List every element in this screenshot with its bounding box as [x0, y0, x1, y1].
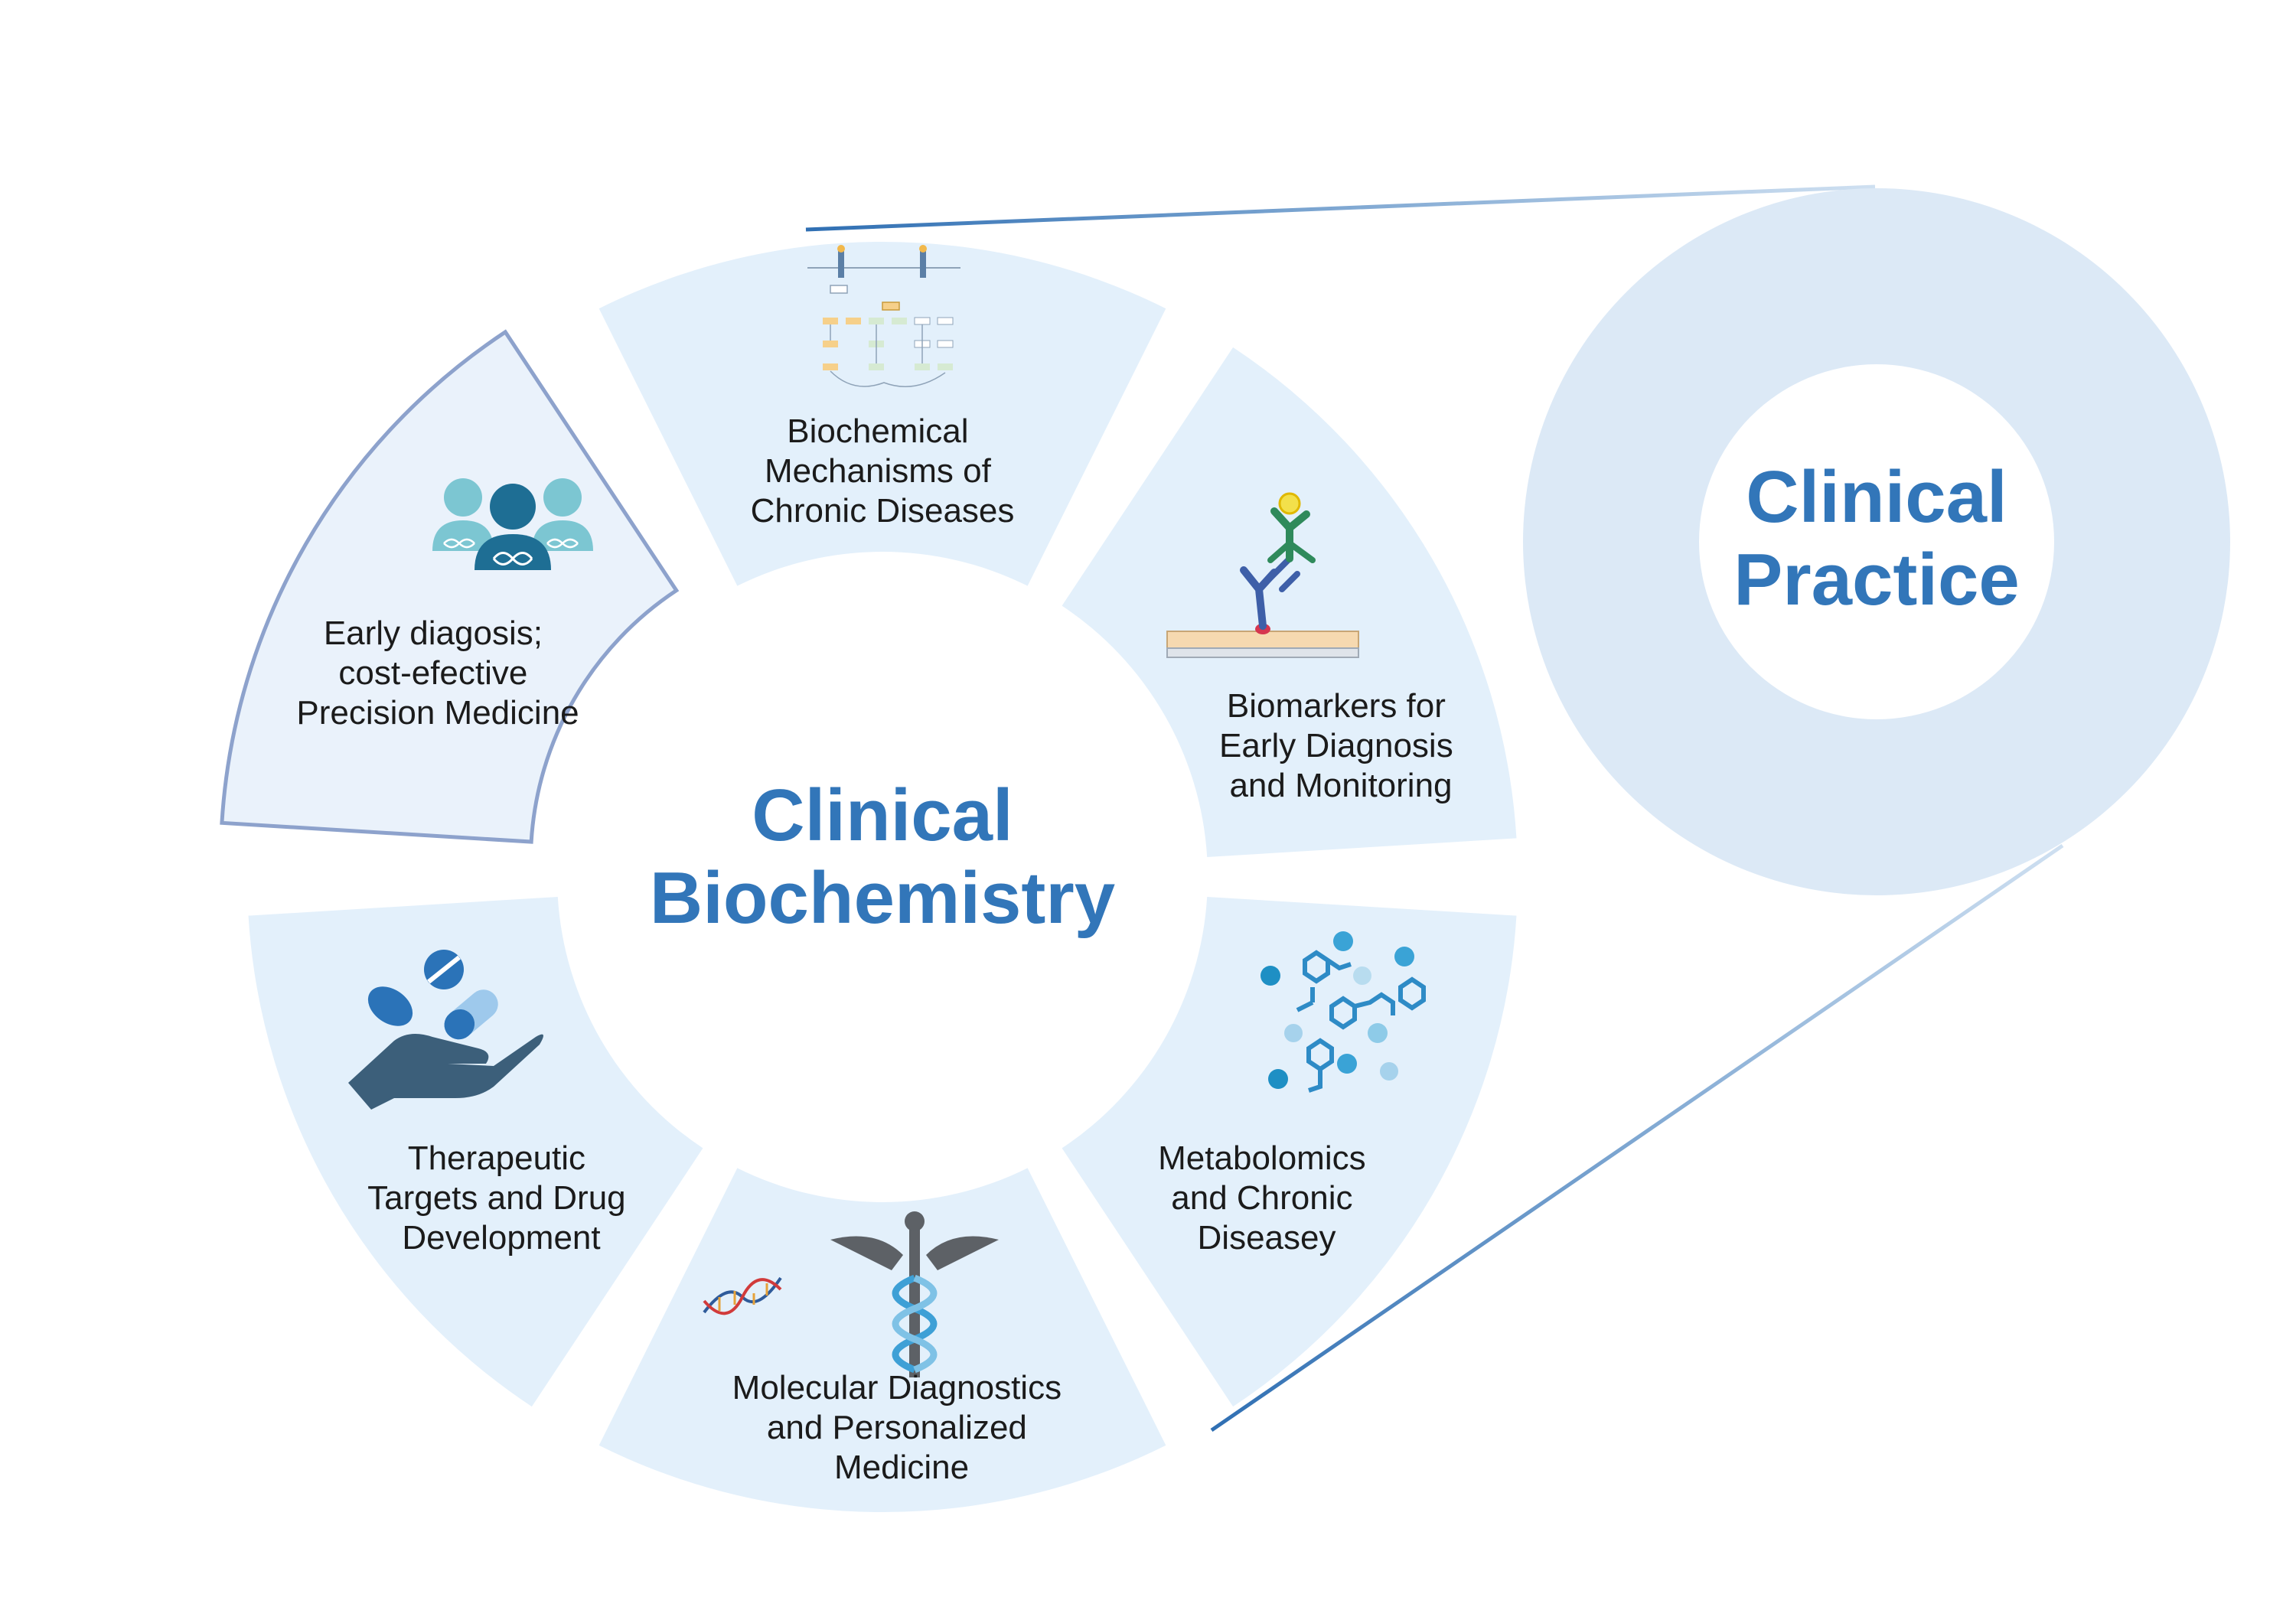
label-biomarkers: Biomarkers for Early Diagnosis and Monit…: [1219, 687, 1463, 804]
practice-title-line2: Practice: [1733, 539, 2020, 621]
pathway-diagram-icon: [807, 245, 960, 387]
center-title-line1: Clinical: [752, 774, 1013, 856]
segment-labels: Biochemical Mechanisms of Chronic Diseas…: [296, 412, 1463, 1486]
people-dna-icon: [432, 478, 593, 570]
label-biochemical: Biochemical Mechanisms of Chronic Diseas…: [751, 412, 1015, 530]
segment-therapeutic: [248, 896, 703, 1407]
center-title-line2: Biochemistry: [650, 857, 1115, 939]
segment-early: [220, 329, 680, 844]
molecules-icon: [1261, 931, 1426, 1093]
antibody-assay-icon: [1166, 492, 1359, 658]
label-therapeutic: Therapeutic Targets and Drug Development: [367, 1139, 635, 1257]
clinical-practice-ring: Clinical Practice: [1523, 188, 2230, 895]
connector-bottom-line: [1210, 843, 2064, 1433]
connector-top-line: [805, 184, 1876, 232]
segment-biochemical: [598, 241, 1166, 586]
segment-metabolomics: [1062, 896, 1517, 1407]
label-molecular: Molecular Diagnostics and Personalized M…: [732, 1369, 1071, 1486]
dna-helix-icon: [703, 1276, 782, 1315]
segment-biomarkers: [1062, 347, 1517, 858]
caduceus-icon: [830, 1211, 999, 1377]
label-early: Early diagosis; cost-efective Precision …: [296, 614, 579, 732]
practice-title-line1: Clinical: [1746, 456, 2007, 538]
hand-pills-icon: [348, 950, 543, 1110]
label-metabolomics: Metabolomics and Chronic Diseasey: [1158, 1139, 1375, 1257]
segment-molecular: [598, 1168, 1166, 1513]
donut-segments: [220, 241, 1517, 1513]
